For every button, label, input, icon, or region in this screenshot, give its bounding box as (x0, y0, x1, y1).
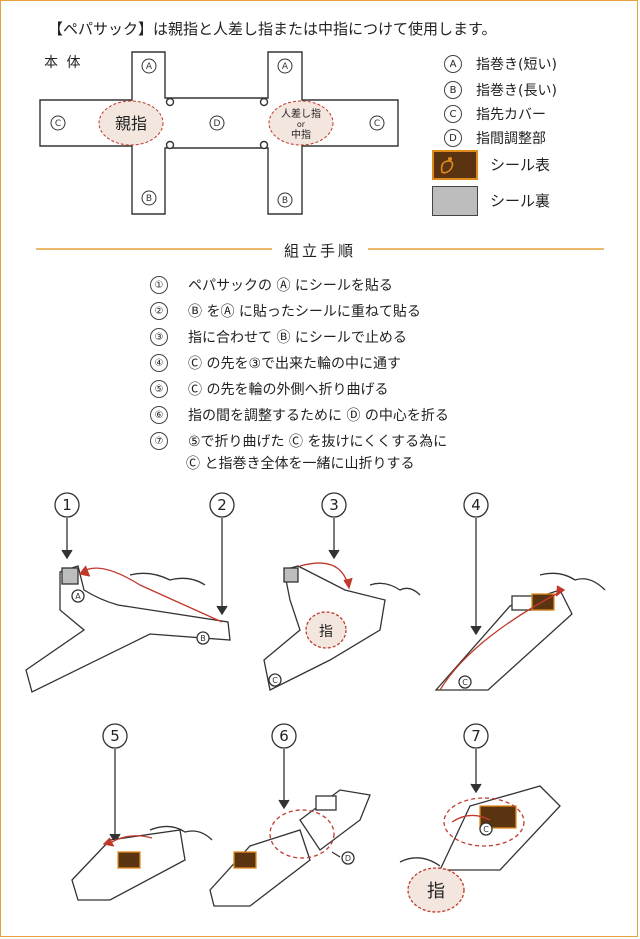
piece-mark-b-right: B (282, 196, 288, 206)
step-4-text: Ⓒ の先を③で出来た輪の中に通す (188, 356, 402, 372)
seal-logo-icon (440, 157, 454, 174)
legend-d-text: 指間調整部 (476, 131, 546, 147)
index-label-2: or (297, 120, 306, 129)
thumb-label: 親指 (115, 114, 147, 133)
step-2: ② Ⓑ をⒶ に貼ったシールに重ねて貼る (150, 300, 421, 322)
seal-back-label: シール裏 (490, 192, 551, 210)
legend-c-text: 指先カバー (476, 107, 546, 123)
piece-mark-a-right: A (282, 62, 289, 72)
thumb-oval (98, 100, 164, 146)
legend-c: C 指先カバー (444, 104, 546, 124)
step-2-text: Ⓑ をⒶ に貼ったシールに重ねて貼る (188, 304, 421, 320)
step-3-text: 指に合わせて Ⓑ にシールで止める (188, 330, 407, 346)
step-1-text: ペパサックの Ⓐ にシールを貼る (188, 278, 393, 294)
fig6-mark-d: D (345, 854, 351, 863)
piece-mark-d: D (214, 119, 221, 129)
fig7-mark-c: C (483, 825, 489, 834)
legend-c-mark: C (444, 105, 462, 123)
fig-num-6: 6 (279, 727, 289, 745)
fig-num-3: 3 (329, 496, 339, 514)
legend-a-text: 指巻き(短い) (476, 57, 557, 73)
seal-front-swatch (432, 150, 478, 180)
legend-d-mark: D (444, 129, 462, 147)
piece-mark-a-left: A (146, 62, 153, 72)
step-6: ⑥ 指の間を調整するために Ⓓ の中心を折る (150, 404, 449, 426)
step-6-num: ⑥ (150, 406, 168, 424)
index-label-1: 人差し指 (281, 107, 321, 120)
legend-b-text: 指巻き(長い) (476, 83, 557, 99)
figure-1-2 (25, 518, 231, 693)
step-5: ⑤ Ⓒ の先を輪の外側へ折り曲げる (150, 378, 388, 400)
seal-back-swatch (432, 186, 478, 216)
fig3-mark-c: C (272, 676, 278, 685)
index-oval (268, 100, 334, 146)
figure-6 (209, 749, 371, 907)
fig1-mark-b: B (200, 634, 206, 643)
legend-a-mark: A (444, 55, 462, 73)
step-5-text: Ⓒ の先を輪の外側へ折り曲げる (188, 382, 389, 398)
step-1: ① ペパサックの Ⓐ にシールを貼る (150, 274, 393, 296)
body-label: 本 体 (44, 55, 83, 71)
piece-mark-c-right: C (374, 119, 380, 129)
fig-num-2: 2 (217, 496, 227, 514)
step-4: ④ Ⓒ の先を③で出来た輪の中に通す (150, 352, 401, 374)
step-7-num: ⑦ (150, 432, 168, 450)
step-2-num: ② (150, 302, 168, 320)
step-1-num: ① (150, 276, 168, 294)
pepasac-piece (39, 51, 399, 215)
figure-5 (71, 749, 213, 901)
figure-3 (263, 518, 421, 691)
step-7-line2: Ⓒ と指巻き全体を一緒に山折りする (186, 452, 414, 474)
fig-num-1: 1 (62, 496, 72, 514)
fig-num-7: 7 (471, 727, 481, 745)
step-3-num: ③ (150, 328, 168, 346)
fig3-finger: 指 (319, 624, 333, 640)
fig-num-5: 5 (110, 727, 120, 745)
legend-b-mark: B (444, 81, 462, 99)
legend-d: D 指間調整部 (444, 128, 546, 148)
fig7-finger: 指 (427, 881, 445, 902)
header-text: 【ペパサック】は親指と人差し指または中指につけて使用します。 (48, 20, 497, 38)
piece-marks: A A C C D B B (50, 58, 385, 208)
legend-b: B 指巻き(長い) (444, 80, 557, 100)
step-5-num: ⑤ (150, 380, 168, 398)
legend-a: A 指巻き(短い) (444, 54, 557, 74)
step-3: ③ 指に合わせて Ⓑ にシールで止める (150, 326, 407, 348)
step-6-text: 指の間を調整するために Ⓓ の中心を折る (188, 408, 449, 424)
step-7: ⑦ ⑤で折り曲げた Ⓒ を抜けにくくする為に (150, 430, 447, 452)
step-7-text: ⑤で折り曲げた Ⓒ を抜けにくくする為に (188, 434, 448, 450)
piece-mark-b-left: B (146, 194, 152, 204)
index-label-3: 中指 (291, 128, 311, 141)
figure-4 (434, 518, 606, 691)
section-title: 組立手順 (283, 242, 356, 260)
fig-num-4: 4 (471, 496, 481, 514)
step-7-line2-text: Ⓒ と指巻き全体を一緒に山折りする (186, 456, 415, 472)
step-4-num: ④ (150, 354, 168, 372)
fig1-mark-a: A (75, 592, 81, 601)
piece-mark-c-left: C (55, 119, 61, 129)
seal-front-label: シール表 (490, 156, 551, 174)
piece-outline (39, 51, 399, 215)
figure-7 (399, 749, 561, 913)
figure-numbers: 1 2 3 4 5 6 7 (54, 492, 489, 749)
fig4-mark-c: C (462, 678, 468, 687)
